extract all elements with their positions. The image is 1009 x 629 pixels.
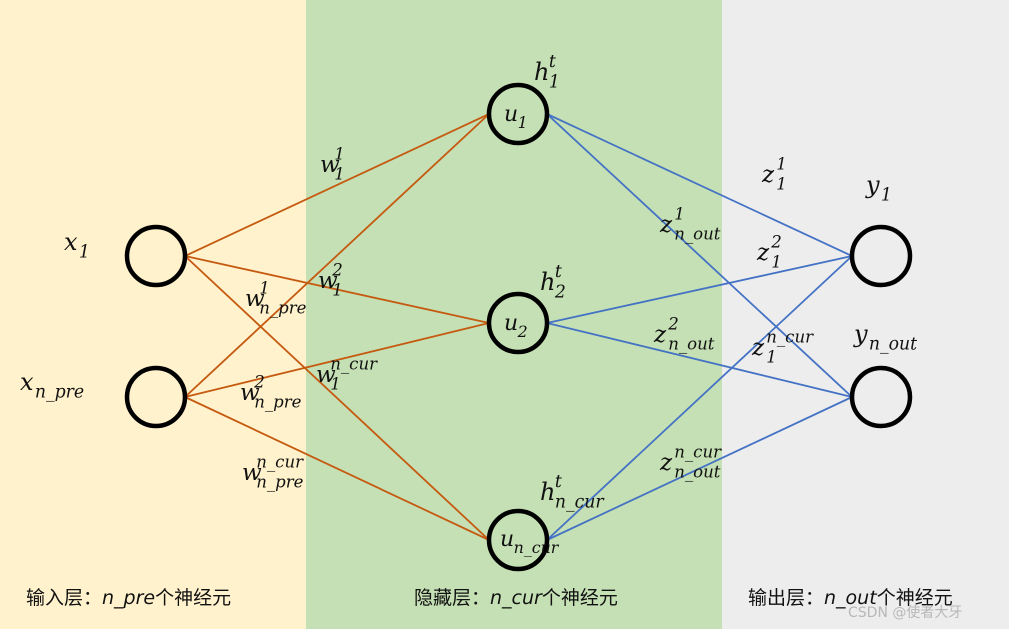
input-hidden-edge — [184, 113, 490, 257]
hidden-output-edge — [546, 255, 853, 324]
hidden-output-edge — [546, 255, 853, 541]
watermark: CSDN @使者大牙 — [848, 605, 963, 621]
hidden-layer-caption: 隐藏层：n_cur个神经元 — [414, 587, 618, 609]
input-label-x1: x1 — [64, 228, 90, 263]
output-neuron — [849, 365, 913, 429]
hidden-output-edge — [546, 113, 853, 398]
input-hidden-edge — [184, 255, 490, 324]
output-neuron — [849, 224, 913, 288]
hidden-neuron — [486, 82, 550, 146]
input-layer-region — [0, 0, 306, 629]
output-label-ynout: yn_out — [853, 320, 917, 355]
input-layer-caption: 输入层：n_pre个神经元 — [26, 587, 232, 609]
input-label-xnpre: xn_pre — [20, 368, 84, 403]
input-hidden-edge — [184, 396, 490, 541]
hidden-neuron — [486, 508, 550, 572]
hidden-output-edge — [546, 113, 853, 257]
output-layer-region — [722, 0, 1009, 629]
hidden-inner-label: u2 — [504, 311, 528, 341]
hidden-output-edge — [546, 322, 853, 398]
input-hidden-edge — [184, 113, 490, 398]
hidden-inner-label: un_cur — [500, 527, 560, 557]
hidden-output-edge — [546, 396, 853, 541]
input-neuron — [124, 365, 188, 429]
input-neuron — [124, 224, 188, 288]
hidden-layer-region — [306, 0, 722, 629]
output-label-y1: y1 — [865, 171, 892, 206]
output-layer-caption: 输出层：n_out个神经元 — [748, 587, 953, 609]
hidden-inner-label: u1 — [504, 102, 528, 132]
input-hidden-edge — [184, 255, 490, 541]
hidden-neuron — [486, 291, 550, 355]
input-hidden-edge — [184, 322, 490, 398]
